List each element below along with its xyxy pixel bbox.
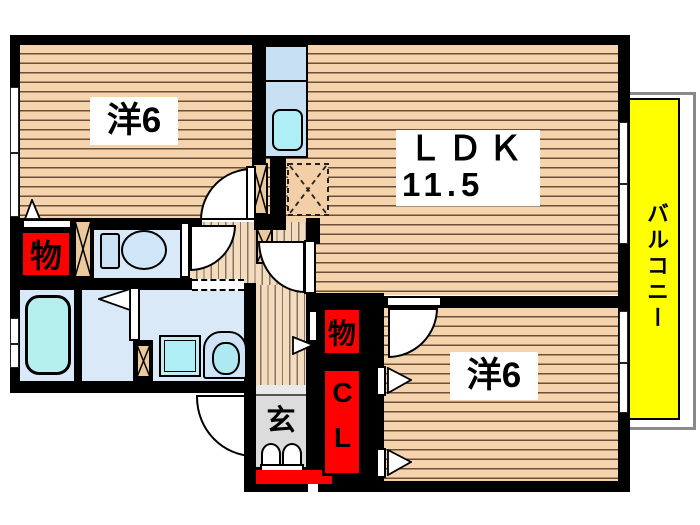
storage-middle-label: 物 [327, 317, 356, 349]
window-bathroom-left [10, 318, 19, 368]
kitchen-counter [264, 45, 308, 158]
washroom-door-triangle-icon [98, 288, 131, 311]
wall-ldk-bedroom-divider [384, 296, 618, 308]
closet-door-leaf-1 [376, 366, 386, 396]
ldk-door-leaf [304, 240, 316, 294]
wall-washroom-right [244, 283, 256, 385]
washroom-door-leaf [129, 287, 140, 341]
closet-triangle-icon-2 [387, 449, 412, 476]
wall-bottom-right [368, 481, 630, 492]
window-bedroom-bottom-right [619, 311, 628, 413]
bedroom-top-label: 洋6 [90, 97, 178, 145]
ldk-size-label: 11.5 [402, 165, 485, 203]
closet-box: CL [322, 368, 362, 476]
post-hatch-washroom [136, 344, 151, 378]
hallway-floor-lower [254, 285, 306, 385]
post-hatch-toilet [74, 220, 92, 278]
bedroom-bottom-label: 洋6 [450, 352, 538, 400]
closet-label: CL [327, 377, 358, 467]
window-ldk-right [619, 122, 628, 244]
bedroom-top-door-leaf [246, 166, 256, 220]
window-bedroom-top-left [10, 87, 19, 217]
storage-top-left-door-leaf [22, 219, 72, 229]
washing-machine-icon [159, 335, 201, 377]
toilet-bowl-icon [121, 230, 167, 270]
toilet-tank-icon [100, 233, 120, 269]
entrance-porch-strip [256, 470, 332, 484]
bedroom-bottom-door-leaf [386, 296, 442, 307]
wall-bottom-left [10, 381, 256, 393]
kitchen-sink-icon [272, 109, 303, 151]
vanity-sink-icon [203, 331, 247, 379]
wall-top [10, 35, 630, 45]
wall-cl-bottom [318, 476, 384, 492]
closet-door-leaf-2 [376, 448, 386, 478]
wall-toilet-bottom [10, 278, 192, 290]
balcony-label: バルコニー [644, 202, 669, 332]
toilet-door-leaf [180, 222, 190, 278]
entrance-door-swing-arc [196, 397, 254, 457]
bathtub-icon [25, 295, 71, 375]
wall-bedroomtop-kitchen [252, 45, 266, 163]
wall-stub-post [254, 214, 272, 230]
closet-triangle-icon-1 [387, 367, 412, 394]
storage-top-left-box: 物 [20, 230, 72, 278]
ldk-label-patch: ＬＤＫ 11.5 [396, 130, 540, 206]
wall-bath-washroom [74, 290, 82, 381]
refrigerator-dashed-box-icon [287, 163, 329, 216]
ldk-label: ＬＤＫ [408, 130, 528, 168]
entrance-arc-top-line [196, 395, 254, 397]
storage-middle-door-leaf [308, 310, 318, 342]
storage-middle-box: 物 [322, 307, 362, 356]
storage-middle-triangle-icon [292, 336, 314, 355]
wall-hall-ldk-top [306, 218, 320, 244]
storage-top-left-label: 物 [29, 238, 62, 274]
washroom-folding-door [192, 279, 244, 291]
wall-kitchen-bottom [270, 156, 286, 230]
wall-right [618, 35, 630, 492]
wall-storage-cl-divider [318, 354, 384, 368]
storage-top-left-triangle-icon [24, 199, 41, 220]
entrance-label: 玄 [266, 405, 296, 437]
